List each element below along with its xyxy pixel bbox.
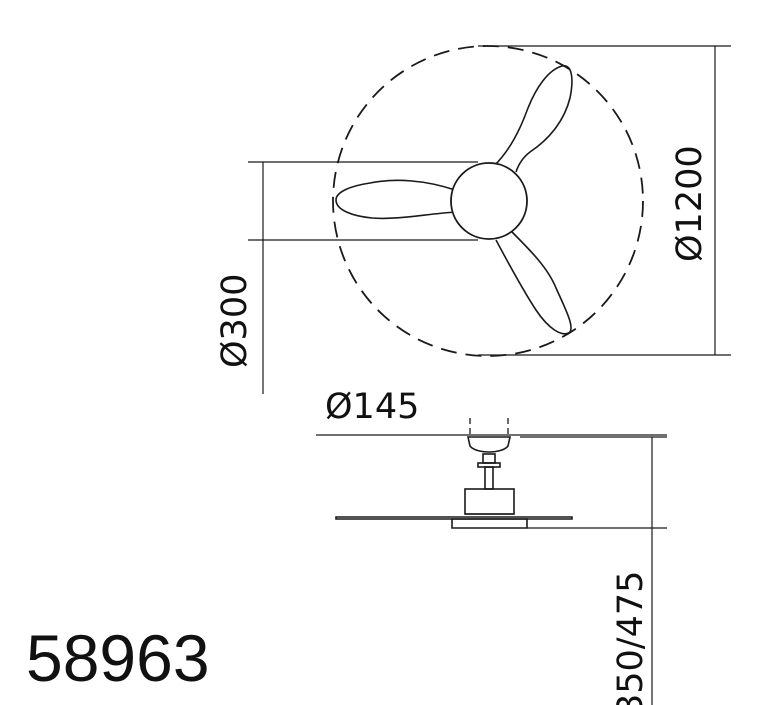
dim-label-canopy-diameter: Ø145 xyxy=(325,387,419,427)
motor-housing xyxy=(464,488,515,515)
downrod-lower xyxy=(484,466,494,490)
blade-left xyxy=(335,179,457,220)
canopy xyxy=(467,436,511,453)
blade-bottom-right xyxy=(495,231,572,335)
blades-side-profile xyxy=(335,516,573,520)
downrod xyxy=(482,453,496,464)
dim-label-height: 350/475 xyxy=(611,571,651,705)
dim-label-hub-diameter: Ø300 xyxy=(215,274,255,368)
top-view: Ø1200 Ø300 xyxy=(215,45,731,394)
dim-label-blade-span: Ø1200 xyxy=(670,145,710,262)
hub-circle xyxy=(450,162,528,240)
model-number: 58963 xyxy=(26,621,210,695)
lower-cap xyxy=(451,518,528,529)
blade-top-right xyxy=(493,65,573,173)
side-view: 350/475 Ø145 xyxy=(316,387,667,705)
